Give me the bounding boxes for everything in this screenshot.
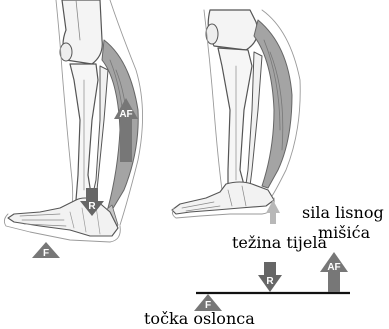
r-label-right: R <box>266 276 274 287</box>
body-weight-label: težina tijela <box>232 234 327 252</box>
calf-force-label-line1: sila lisnog <box>302 204 384 222</box>
f-fulcrum-left: F <box>32 242 60 259</box>
af-label-left: AF <box>119 109 132 120</box>
right-leg-illustration <box>172 10 300 218</box>
r-arrow-right: R <box>258 262 282 292</box>
af-label-right: AF <box>327 262 340 273</box>
fulcrum-label: točka oslonca <box>144 310 255 328</box>
af-arrow-right: AF <box>320 252 348 292</box>
f-label-left: F <box>43 248 49 259</box>
r-label-left: R <box>88 201 96 212</box>
calf-force-label-line2: mišića <box>318 224 370 242</box>
